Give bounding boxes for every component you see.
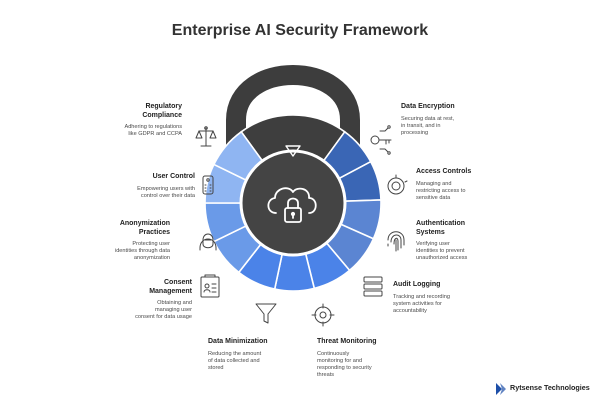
- item-regulatory-compliance: Regulatory Compliance Adhering to regula…: [62, 103, 182, 138]
- item-description: Continuously monitoring for and respondi…: [317, 350, 372, 378]
- fingerprint-icon: [387, 231, 405, 252]
- item-access-controls: Access Controls Managing and restricting…: [416, 168, 536, 202]
- item-data-encryption: Data Encryption Securing data at rest, i…: [401, 103, 521, 137]
- item-title: Data Encryption: [401, 103, 455, 110]
- item-threat-monitoring: Threat Monitoring Continuously monitorin…: [317, 338, 437, 379]
- item-description: Obtaining and managing user consent for …: [135, 300, 192, 321]
- brand-name: Rytsense Technologies: [510, 383, 590, 392]
- item-title: Consent Management: [149, 279, 192, 295]
- item-title: Regulatory Compliance: [142, 103, 182, 119]
- item-description: Adhering to regulations like GDPR and CC…: [124, 124, 182, 138]
- consent-form-icon: [200, 274, 220, 298]
- server-stack-icon: [363, 276, 383, 297]
- lock-dial-inner-ring: [239, 149, 347, 257]
- item-description: Reducing the amount of data collected an…: [208, 350, 262, 371]
- item-title: Anonymization Practices: [119, 220, 170, 236]
- item-description: Securing data at rest, in transit, and i…: [401, 115, 455, 136]
- item-description: Managing and restricting access to sensi…: [416, 180, 466, 201]
- item-authentication-systems: Authentication Systems Verifying user id…: [416, 220, 536, 262]
- scales-icon: [195, 126, 217, 147]
- item-description: Empowering users with control over their…: [137, 185, 195, 199]
- item-consent-management: Consent Management Obtaining and managin…: [72, 279, 192, 321]
- brand: Rytsense Technologies: [495, 382, 600, 396]
- item-description: Tracking and recording system activities…: [393, 293, 451, 314]
- item-description: Protecting user identities through data …: [114, 241, 170, 262]
- anonymous-user-icon: [199, 233, 217, 251]
- remote-control-icon: [202, 175, 214, 195]
- item-title: Audit Logging: [393, 281, 441, 288]
- item-title: Data Minimization: [208, 338, 268, 345]
- item-title: Authentication Systems: [416, 220, 465, 236]
- funnel-icon: [255, 303, 277, 324]
- lock-dial-center: [241, 151, 345, 255]
- diagram-title: Enterprise AI Security Framework: [171, 22, 429, 39]
- item-title: User Control: [152, 173, 195, 180]
- item-anonymization-practices: Anonymization Practices Protecting user …: [50, 220, 170, 262]
- item-user-control: User Control Empowering users with contr…: [75, 173, 195, 200]
- key-circuit-icon: [370, 125, 392, 155]
- item-data-minimization: Data Minimization Reducing the amount of…: [208, 338, 328, 372]
- triangle-down-icon: [285, 145, 301, 157]
- lock-shackle: [226, 65, 360, 178]
- item-title: Access Controls: [416, 168, 472, 175]
- item-audit-logging: Audit Logging Tracking and recording sys…: [393, 281, 513, 315]
- rytsense-logo-icon: [496, 383, 506, 395]
- item-title: Threat Monitoring: [317, 338, 377, 345]
- cloud-lock-icon: [267, 187, 317, 223]
- item-description: Verifying user identities to prevent una…: [416, 241, 468, 262]
- crosshair-icon: [311, 303, 335, 327]
- access-circle-icon: [387, 174, 408, 195]
